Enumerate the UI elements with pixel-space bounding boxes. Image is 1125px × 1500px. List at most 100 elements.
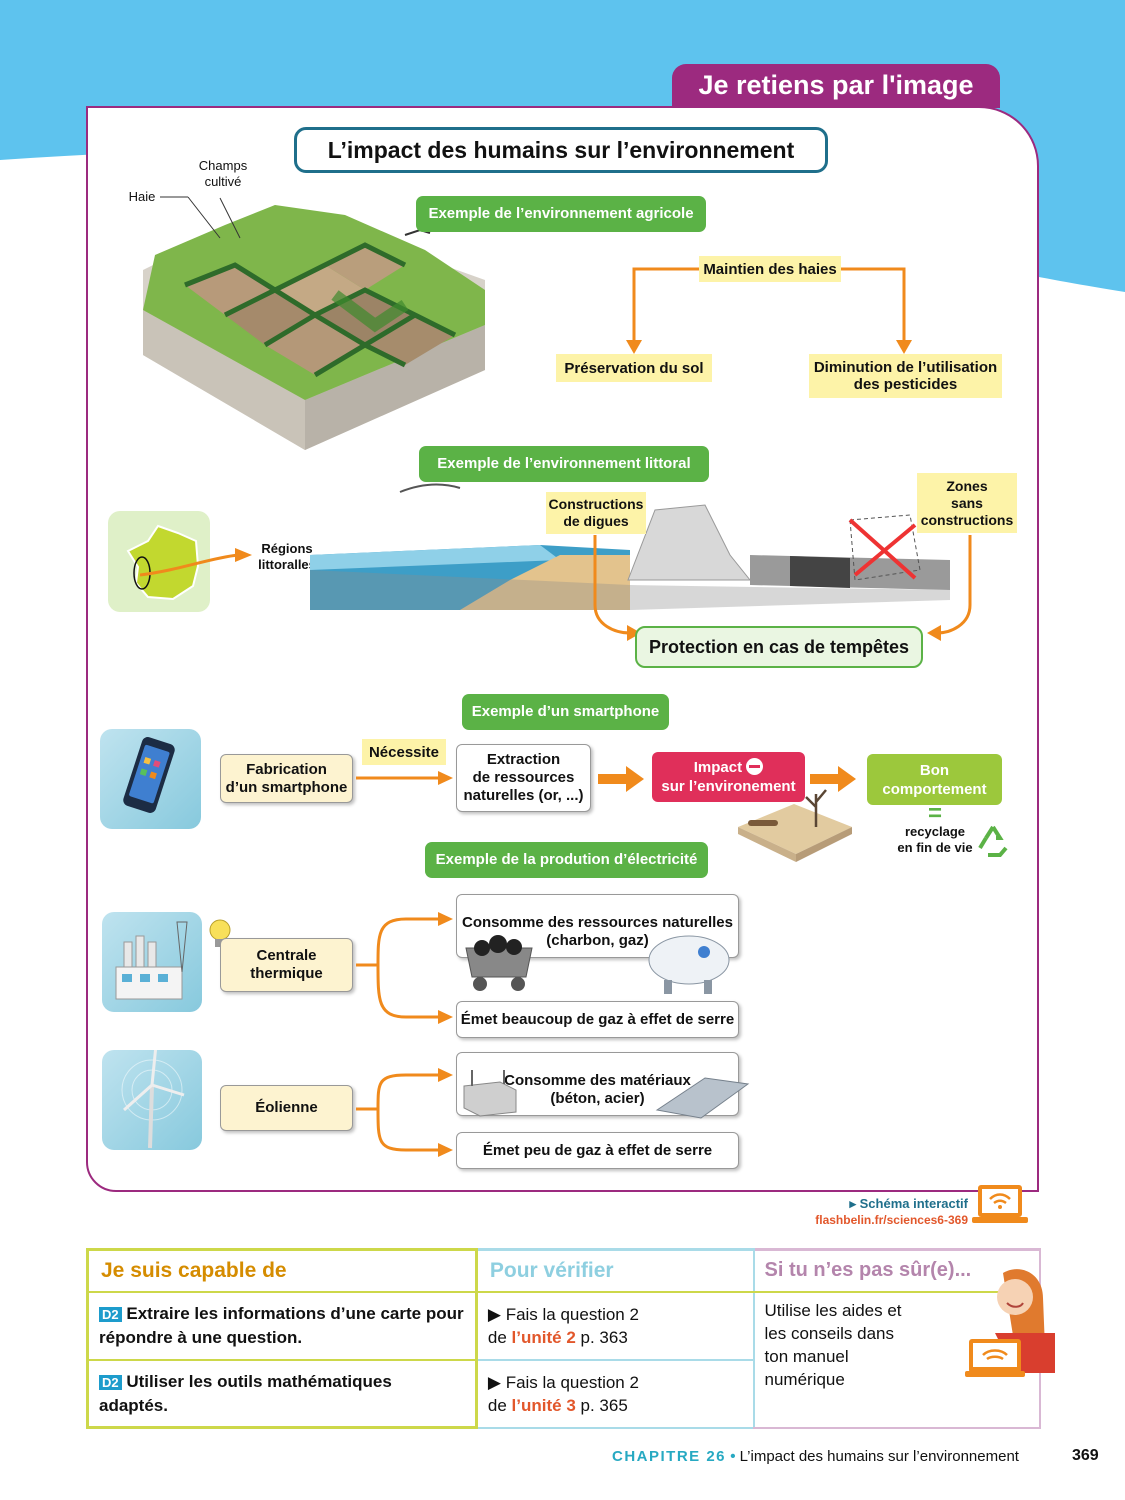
skill-cell: D2 Utiliser les outils mathématiques ada… (86, 1359, 478, 1429)
verify-page: p. 363 (580, 1327, 628, 1347)
verify-unit-link[interactable]: l’unité 3 (511, 1395, 576, 1415)
competences-table: Je suis capable de Pour vérifier Si tu n… (86, 1248, 1055, 1429)
zones-line-2: sans (951, 494, 983, 511)
arrow-to-bon (810, 766, 856, 792)
footer-bullet: • (730, 1448, 736, 1465)
wind-turbine-icon (121, 1044, 185, 1149)
help-cell: Utilise les aides et les conseils dans t… (753, 1268, 1055, 1429)
box-bon-comportement: Bon comportement (867, 754, 1002, 805)
arrow-regions (140, 548, 252, 577)
verify-de: de (487, 1395, 507, 1415)
verify-line: ▶ Fais la question 2 (487, 1372, 639, 1392)
box-constructions-digues: Constructions de digues (546, 492, 646, 534)
table-header-row: Je suis capable de Pour vérifier Si tu n… (86, 1248, 1042, 1293)
impact-line-1: Impact (694, 758, 764, 777)
zones-line-1: Zones (946, 477, 988, 494)
section-tab-title: Je retiens par l'image (672, 64, 1000, 108)
extraction-line-3: naturelles (or, ...) (463, 787, 584, 804)
card-emet-beaucoup: Émet beaucoup de gaz à effet de serre (456, 1001, 739, 1038)
smartphone-icon (123, 737, 175, 813)
consomme-ress-line-1: Consomme des ressources naturelles (462, 914, 733, 931)
label-haie: Haie (128, 189, 156, 204)
box-maintien-haies: Maintien des haies (699, 256, 841, 282)
girl-with-laptop-illustration (964, 1268, 1055, 1377)
skill-text: Utiliser les outils mathématiques adapté… (99, 1371, 392, 1415)
arrows-maintien (626, 267, 912, 354)
footer-chapter: CHAPITRE 26 (612, 1448, 727, 1465)
competence-badge: D2 (99, 1374, 122, 1390)
recyclage-line-1: recyclage (905, 824, 965, 839)
laptop-wifi-icon[interactable] (972, 1183, 1028, 1227)
tag-production-electricite: Exemple de la prodution d’électricité (425, 842, 708, 878)
france-map-tile (108, 511, 210, 612)
steel-plate-icon (655, 1077, 750, 1119)
label-leader-lines (160, 196, 241, 239)
verify-unit-link[interactable]: l’unité 2 (511, 1327, 576, 1347)
bon-line-2: comportement (882, 780, 987, 798)
factory-icon (115, 921, 188, 1000)
tag-environnement-agricole: Exemple de l’environnement agricole (416, 196, 706, 232)
box-necessite: Nécessite (362, 739, 446, 765)
centrale-line-2: thermique (250, 965, 323, 982)
verify-unit-line: de l’unité 2 p. 363 (488, 1326, 743, 1349)
branch-arrows-centrale (356, 912, 453, 1024)
help-text: Utilise les aides et les conseils dans t… (764, 1300, 902, 1389)
interactive-url: flashbelin.fr/sciences6-369 (815, 1213, 968, 1227)
label-regions-littoralles: Régions littoralles (258, 541, 316, 572)
label-recyclage: recyclage en fin de vie (892, 824, 978, 856)
verify-page: p. 365 (580, 1395, 628, 1415)
smartphone-tile (100, 729, 201, 829)
recyclage-line-2: en fin de vie (897, 840, 973, 855)
constructions-line-2: de digues (563, 513, 629, 529)
impact-line-2: sur l’environement (661, 778, 796, 795)
card-centrale-thermique: Centrale thermique (220, 938, 353, 992)
header-je-suis-capable: Je suis capable de (86, 1248, 478, 1293)
box-diminution-pesticides: Diminution de l’utilisation des pesticid… (809, 354, 1002, 398)
competence-badge: D2 (99, 1307, 122, 1322)
page-footer: CHAPITRE 26 • L’impact des humains sur l… (612, 1448, 1019, 1465)
verify-line: ▶ Fais la question 2 (487, 1304, 639, 1324)
equals-sign: = (927, 800, 942, 827)
skill-text: Extraire les informations d’une carte po… (99, 1304, 464, 1347)
dead-land-illustration (738, 789, 852, 862)
card-emet-peu: Émet peu de gaz à effet de serre (456, 1132, 739, 1169)
header-pour-verifier: Pour vérifier (476, 1248, 755, 1293)
centrale-tile (102, 912, 202, 1012)
box-protection-tempetes: Protection en cas de tempêtes (635, 626, 923, 668)
gas-tank-icon (648, 935, 730, 994)
main-title: L’impact des humains sur l’environnement (294, 127, 828, 173)
box-impact-environnement: Impact sur l’environement (652, 752, 805, 802)
impact-word: Impact (693, 759, 743, 776)
card-fabrication-smartphone: Fabrication d’un smartphone (220, 754, 353, 803)
bocage-landscape-illustration (143, 205, 485, 450)
table-row: D2 Utiliser les outils mathématiques ada… (86, 1359, 1041, 1429)
verify-cell[interactable]: ▶ Fais la question 2 de l’unité 2 p. 363 (476, 1291, 755, 1361)
card-extraction-ressources: Extraction de ressources naturelles (or,… (456, 744, 591, 812)
verify-de: de (487, 1327, 507, 1347)
interactive-schema-link[interactable]: ▸ Schéma interactif flashbelin.fr/scienc… (812, 1196, 968, 1228)
bon-line-1: Bon (919, 761, 950, 779)
label-champs-cultive: Champs cultivé (198, 158, 248, 189)
consomme-mat-line-2: (béton, acier) (550, 1090, 645, 1107)
concrete-block-icon (463, 1070, 517, 1117)
arrows-protection (593, 535, 972, 641)
littoral-cross-section-illustration (310, 483, 950, 610)
interactive-label: ▸ Schéma interactif (849, 1196, 968, 1211)
fabrication-line-2: d’un smartphone (225, 778, 348, 796)
arrow-necessite (356, 771, 453, 785)
centrale-line-1: Centrale (256, 947, 317, 964)
arrow-to-impact (598, 766, 644, 792)
extraction-line-1: Extraction (486, 751, 561, 768)
consomme-ress-line-2: (charbon, gaz) (546, 932, 649, 949)
verify-cell[interactable]: ▶ Fais la question 2 de l’unité 3 p. 365 (476, 1359, 755, 1429)
tag-environnement-littoral: Exemple de l’environnement littoral (419, 446, 709, 482)
verify-unit-line: de l’unité 3 p. 365 (488, 1394, 743, 1417)
diminution-line-1: Diminution de l’utilisation (813, 359, 998, 376)
minus-icon (746, 758, 764, 775)
tag-smartphone: Exemple d’un smartphone (462, 694, 669, 730)
page-number: 369 (1072, 1447, 1099, 1464)
card-eolienne: Éolienne (220, 1085, 353, 1131)
box-zones-sans-constructions: Zones sans constructions (917, 473, 1017, 533)
constructions-line-1: Constructions (548, 496, 644, 512)
fabrication-line-1: Fabrication (246, 760, 327, 778)
